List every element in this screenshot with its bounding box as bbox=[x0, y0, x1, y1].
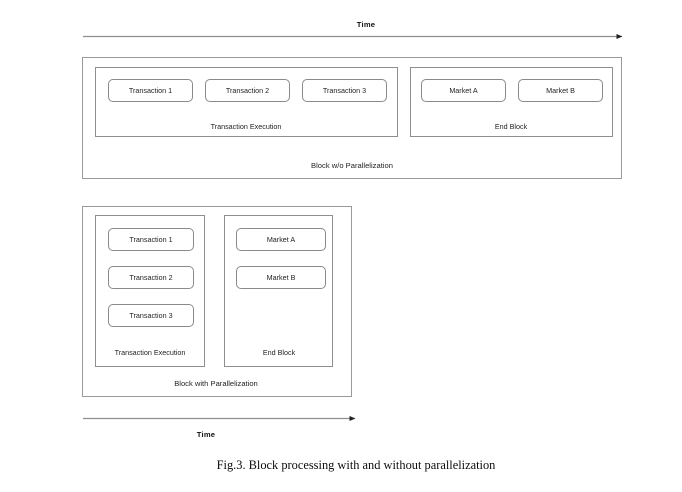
time-axis-top-label: Time bbox=[356, 20, 376, 29]
block-caption-with-parallelization: Block with Parallelization bbox=[174, 379, 258, 388]
node-market-b-parallel[interactable]: Market B bbox=[236, 266, 326, 289]
figure-caption: Fig.3. Block processing with and without… bbox=[216, 458, 496, 472]
panel-caption-transaction-execution-parallel: Transaction Execution bbox=[114, 348, 186, 357]
node-transaction-1-parallel[interactable]: Transaction 1 bbox=[108, 228, 194, 251]
panel-caption-transaction-execution: Transaction Execution bbox=[210, 122, 282, 131]
block-caption-without-parallelization: Block w/o Parallelization bbox=[311, 161, 393, 170]
panel-transaction-execution-sequential bbox=[95, 67, 398, 137]
node-market-b[interactable]: Market B bbox=[518, 79, 603, 102]
node-transaction-1[interactable]: Transaction 1 bbox=[108, 79, 193, 102]
node-market-a-parallel[interactable]: Market A bbox=[236, 228, 326, 251]
node-transaction-3[interactable]: Transaction 3 bbox=[302, 79, 387, 102]
node-transaction-2[interactable]: Transaction 2 bbox=[205, 79, 290, 102]
panel-end-block-sequential bbox=[410, 67, 613, 137]
node-transaction-3-parallel[interactable]: Transaction 3 bbox=[108, 304, 194, 327]
time-axis-bottom-label: Time bbox=[196, 430, 216, 439]
panel-caption-end-block: End Block bbox=[494, 122, 528, 131]
node-market-a[interactable]: Market A bbox=[421, 79, 506, 102]
node-transaction-2-parallel[interactable]: Transaction 2 bbox=[108, 266, 194, 289]
panel-caption-end-block-parallel: End Block bbox=[262, 348, 296, 357]
